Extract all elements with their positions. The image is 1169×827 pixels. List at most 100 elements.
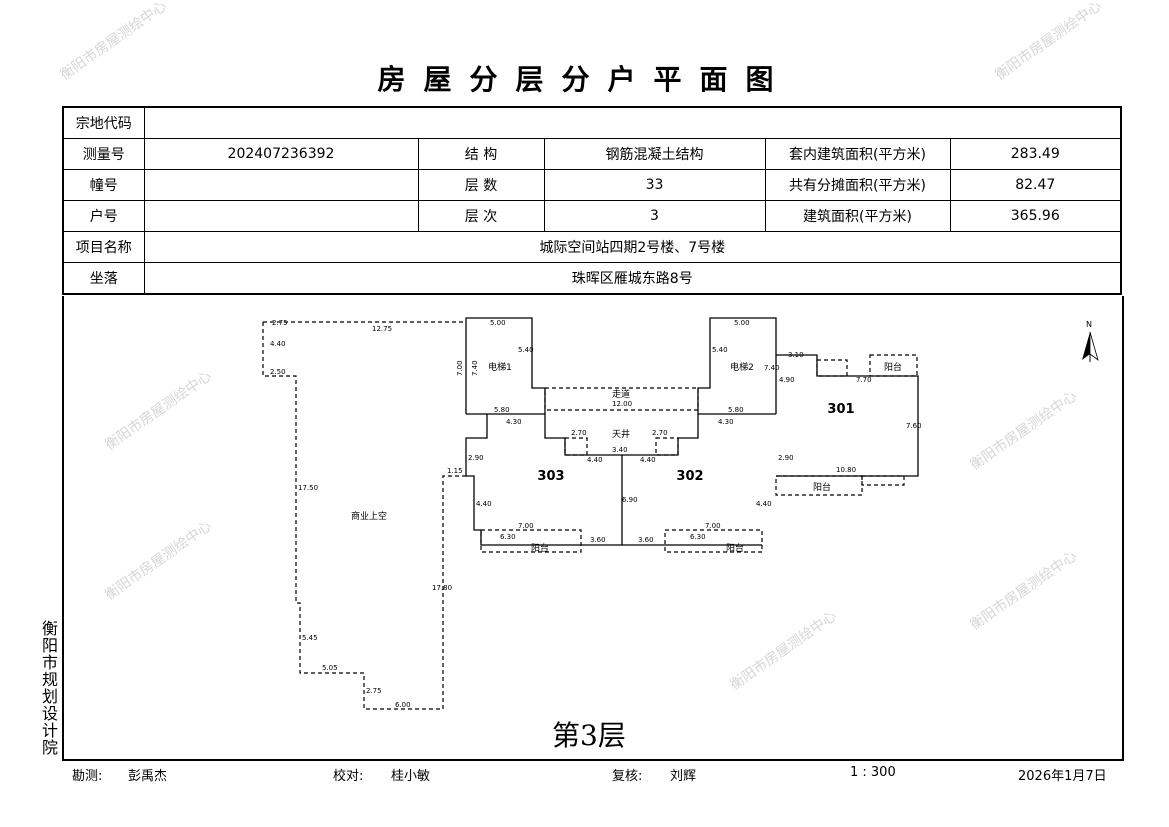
dim-label: 6.30 <box>500 533 516 541</box>
commercial-void-outline <box>262 322 466 710</box>
dim-label: 7.70 <box>856 376 872 384</box>
date: 2026年1月7日 <box>1018 769 1107 784</box>
balcony-outline <box>480 529 582 553</box>
building-no-value <box>143 169 419 201</box>
survey-no-label: 测量号 <box>62 138 145 170</box>
dim-label: 7.00 <box>456 360 464 376</box>
corridor-outline <box>544 387 699 411</box>
dim-label: 6.90 <box>622 496 638 504</box>
dim-label: 4.90 <box>779 376 795 384</box>
page-title: 房屋分层分户平面图 <box>377 63 792 96</box>
dim-label: 12.00 <box>612 400 632 408</box>
dim-label: 6.30 <box>690 533 706 541</box>
total-area-label: 建筑面积(平方米) <box>764 200 951 232</box>
dim-label: 5.40 <box>712 346 728 354</box>
dim-label: 7.40 <box>471 360 479 376</box>
location-label: 坐落 <box>62 262 145 295</box>
balcony-outline <box>564 437 588 456</box>
side-organization: 衡阳市规划设计院 <box>41 619 58 757</box>
dim-label: 5.80 <box>494 406 510 414</box>
unit-301-label: 301 <box>827 402 854 417</box>
balcony-label: 阳台 <box>813 481 831 493</box>
inner-area-value: 283.49 <box>949 138 1122 170</box>
dim-label: 4.40 <box>640 456 656 464</box>
balcony-outline <box>869 354 918 377</box>
dim-label: 5.45 <box>302 634 318 642</box>
dim-label: 4.40 <box>756 500 772 508</box>
dim-label: 4.30 <box>718 418 734 426</box>
balcony-outline <box>664 529 763 553</box>
unit-no-label: 户号 <box>62 200 145 232</box>
balcony-label: 阳台 <box>726 542 744 554</box>
north-arrow-icon: N <box>1082 320 1099 362</box>
dim-label: 17.80 <box>432 584 452 592</box>
dim-label: 7.40 <box>764 364 780 372</box>
corridor-label: 走道 <box>612 388 630 400</box>
checker-label: 校对: <box>333 769 364 784</box>
elevator-1-label: 电梯1 <box>488 361 512 373</box>
total-area-value: 365.96 <box>949 200 1122 232</box>
dim-label: 3.10 <box>788 351 804 359</box>
structure-label: 结 构 <box>417 138 545 170</box>
courtyard-label: 天井 <box>612 428 630 440</box>
reviewer-label: 复核: <box>612 769 643 784</box>
dim-label: 7.00 <box>705 522 721 530</box>
shared-area-value: 82.47 <box>949 169 1122 201</box>
north-label: N <box>1086 320 1092 329</box>
project-label: 项目名称 <box>62 231 145 263</box>
balcony-outline <box>816 359 848 377</box>
dim-label: 5.05 <box>322 664 338 672</box>
dim-label: 6.00 <box>395 701 411 709</box>
checker-name: 桂小敏 <box>391 769 431 784</box>
building-no-label: 幢号 <box>62 169 145 201</box>
balcony-outline <box>655 437 679 456</box>
dim-label: 4.40 <box>270 340 286 348</box>
dim-label: 4.40 <box>587 456 603 464</box>
dim-label: 7.00 <box>518 522 534 530</box>
dim-label: 2.70 <box>652 429 668 437</box>
dim-label: 3.40 <box>612 446 628 454</box>
commercial-void-label: 商业上空 <box>351 510 387 522</box>
elevator-2-label: 电梯2 <box>730 361 754 373</box>
dim-label: 4.30 <box>506 418 522 426</box>
scale: 1 : 300 <box>850 765 896 780</box>
reviewer-name: 刘辉 <box>670 769 697 784</box>
floors-value: 33 <box>543 169 766 201</box>
unit-302-label: 302 <box>676 469 703 484</box>
dim-label: 2.70 <box>571 429 587 437</box>
project-value: 城际空间站四期2号楼、7号楼 <box>143 231 1122 263</box>
unit-301-outline <box>776 354 919 477</box>
unit-303-label: 303 <box>537 469 564 484</box>
dimension-labels: 2.75 12.75 4.40 2.50 17.50 17.80 5.45 5.… <box>270 319 922 709</box>
dim-label: 1.15 <box>447 467 463 475</box>
surveyor-name: 彭禹杰 <box>128 769 168 784</box>
dim-label: 5.40 <box>518 346 534 354</box>
balcony-outline <box>861 475 905 486</box>
location-value: 珠晖区雁城东路8号 <box>143 262 1122 295</box>
info-table: 宗地代码 测量号 202407236392 结 构 钢筋混凝土结构 套内建筑面积… <box>62 106 1122 295</box>
dim-label: 3.60 <box>638 536 654 544</box>
dim-label: 3.60 <box>590 536 606 544</box>
balcony-outline <box>775 475 863 496</box>
dim-label: 5.00 <box>490 319 506 327</box>
dim-label: 2.75 <box>366 687 382 695</box>
dim-label: 7.60 <box>906 422 922 430</box>
balcony-label: 阳台 <box>884 361 902 373</box>
surveyor-label: 勘测: <box>72 769 103 784</box>
inner-area-label: 套内建筑面积(平方米) <box>764 138 951 170</box>
dim-label: 12.75 <box>372 325 392 333</box>
dim-label: 2.50 <box>270 368 286 376</box>
plan-frame <box>62 296 1124 761</box>
dim-label: 2.90 <box>468 454 484 462</box>
balcony-label: 阳台 <box>531 542 549 554</box>
shared-area-label: 共有分摊面积(平方米) <box>764 169 951 201</box>
floor-label: 第3层 <box>552 719 626 752</box>
dim-label: 5.00 <box>734 319 750 327</box>
dim-label: 17.50 <box>298 484 318 492</box>
dim-label: 10.80 <box>836 466 856 474</box>
dim-label: 5.80 <box>728 406 744 414</box>
dim-label: 4.40 <box>476 500 492 508</box>
dim-label: 2.90 <box>778 454 794 462</box>
unit-303-outline <box>465 414 623 546</box>
